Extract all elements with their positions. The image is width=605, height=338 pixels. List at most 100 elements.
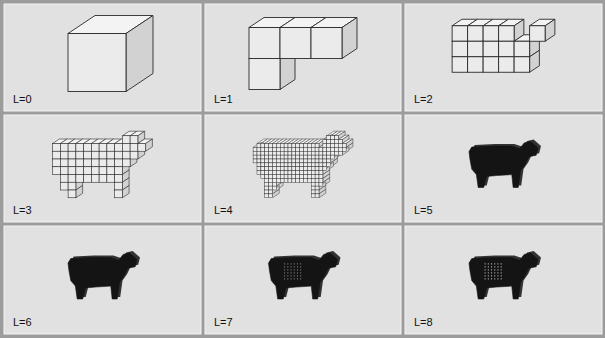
voxel-front xyxy=(315,144,319,148)
voxel-front xyxy=(315,151,319,155)
voxel-front xyxy=(319,163,323,167)
voxel-front xyxy=(68,159,76,167)
voxel-front xyxy=(115,182,123,190)
cow-silhouette xyxy=(469,142,538,188)
voxel-front xyxy=(288,163,292,167)
voxel-front xyxy=(300,175,304,179)
surface-speckle xyxy=(294,263,295,280)
voxel-front xyxy=(269,151,273,155)
voxel-front xyxy=(311,155,315,159)
voxel-front xyxy=(115,159,123,167)
voxel-model xyxy=(249,18,357,90)
voxel-front xyxy=(273,163,277,167)
voxel-front xyxy=(265,178,269,182)
voxel-front xyxy=(315,155,319,159)
voxel-front xyxy=(296,167,300,171)
voxel-model xyxy=(253,131,353,198)
voxel-front xyxy=(315,163,319,167)
voxel-front xyxy=(483,41,499,57)
voxel-front xyxy=(265,171,269,175)
voxel-front xyxy=(331,147,335,151)
voxel-front xyxy=(319,151,323,155)
voxel-front xyxy=(276,171,280,175)
voxel-front xyxy=(307,175,311,179)
voxel-front xyxy=(315,167,319,171)
voxel-front xyxy=(84,144,92,152)
level-panel: L=8 xyxy=(405,226,602,334)
level-panel: L=5 xyxy=(405,115,602,222)
voxel-front xyxy=(269,144,273,148)
voxel-front xyxy=(269,159,273,163)
level-panel: L=1 xyxy=(205,4,401,111)
voxel-front xyxy=(265,147,269,151)
voxel-front xyxy=(280,175,284,179)
voxel-front xyxy=(311,194,315,198)
voxel-front xyxy=(76,159,84,167)
voxel-front xyxy=(261,167,265,171)
voxel-front xyxy=(269,190,273,194)
voxel-front xyxy=(84,159,92,167)
voxel-front xyxy=(304,167,308,171)
voxel-front xyxy=(68,167,76,175)
voxel-front xyxy=(338,147,342,151)
voxel-front xyxy=(304,151,308,155)
voxel-front xyxy=(311,144,315,148)
voxel-front xyxy=(338,140,342,144)
voxel-front xyxy=(60,159,68,167)
voxel-front xyxy=(273,175,277,179)
voxel-front xyxy=(284,171,288,175)
voxel-front xyxy=(311,159,315,163)
voxel-front xyxy=(304,159,308,163)
level-label: L=5 xyxy=(414,205,433,216)
voxel-front xyxy=(68,182,76,190)
voxel-side xyxy=(319,189,326,197)
voxel-front xyxy=(130,151,138,159)
voxel-front xyxy=(331,136,335,140)
voxel-front xyxy=(253,147,257,151)
level-panel: L=7 xyxy=(205,226,401,334)
voxel-front xyxy=(304,163,308,167)
voxel-front xyxy=(307,144,311,148)
voxel-front xyxy=(292,171,296,175)
voxel-front xyxy=(269,182,273,186)
voxel-front xyxy=(288,144,292,148)
voxel-front xyxy=(452,57,468,73)
voxel-front xyxy=(311,163,315,167)
voxel-front xyxy=(296,163,300,167)
voxel-front xyxy=(261,147,265,151)
voxel-front xyxy=(280,163,284,167)
voxel-front xyxy=(84,167,92,175)
voxel-front xyxy=(273,186,277,190)
voxel-front xyxy=(315,159,319,163)
voxel-side xyxy=(273,189,280,197)
panel-ground xyxy=(4,4,201,111)
voxel-fronts xyxy=(253,136,346,198)
voxel-front xyxy=(319,147,323,151)
voxel-front xyxy=(468,57,484,73)
voxel-front xyxy=(269,178,273,182)
voxel-front xyxy=(60,151,68,159)
voxel-front xyxy=(319,175,323,179)
voxel-model xyxy=(68,16,153,92)
voxel-front xyxy=(60,167,68,175)
voxel-fronts xyxy=(68,34,126,92)
voxel-front xyxy=(280,178,284,182)
voxel-front xyxy=(288,171,292,175)
voxel-front xyxy=(292,144,296,148)
voxel-front xyxy=(331,155,335,159)
voxel-front xyxy=(115,144,123,152)
voxel-front xyxy=(265,175,269,179)
voxel-top xyxy=(253,143,264,148)
panel-ground xyxy=(205,4,401,111)
voxel-front xyxy=(311,182,315,186)
voxel-front xyxy=(284,151,288,155)
level-panel: L=4 xyxy=(205,115,401,222)
level-panel: L=2 xyxy=(405,4,602,111)
voxel-front xyxy=(304,175,308,179)
voxel-front xyxy=(292,155,296,159)
voxel-front xyxy=(319,178,323,182)
voxel-front xyxy=(76,175,84,183)
voxel-front xyxy=(273,171,277,175)
voxel-front xyxy=(107,175,115,183)
voxel-front xyxy=(91,167,99,175)
